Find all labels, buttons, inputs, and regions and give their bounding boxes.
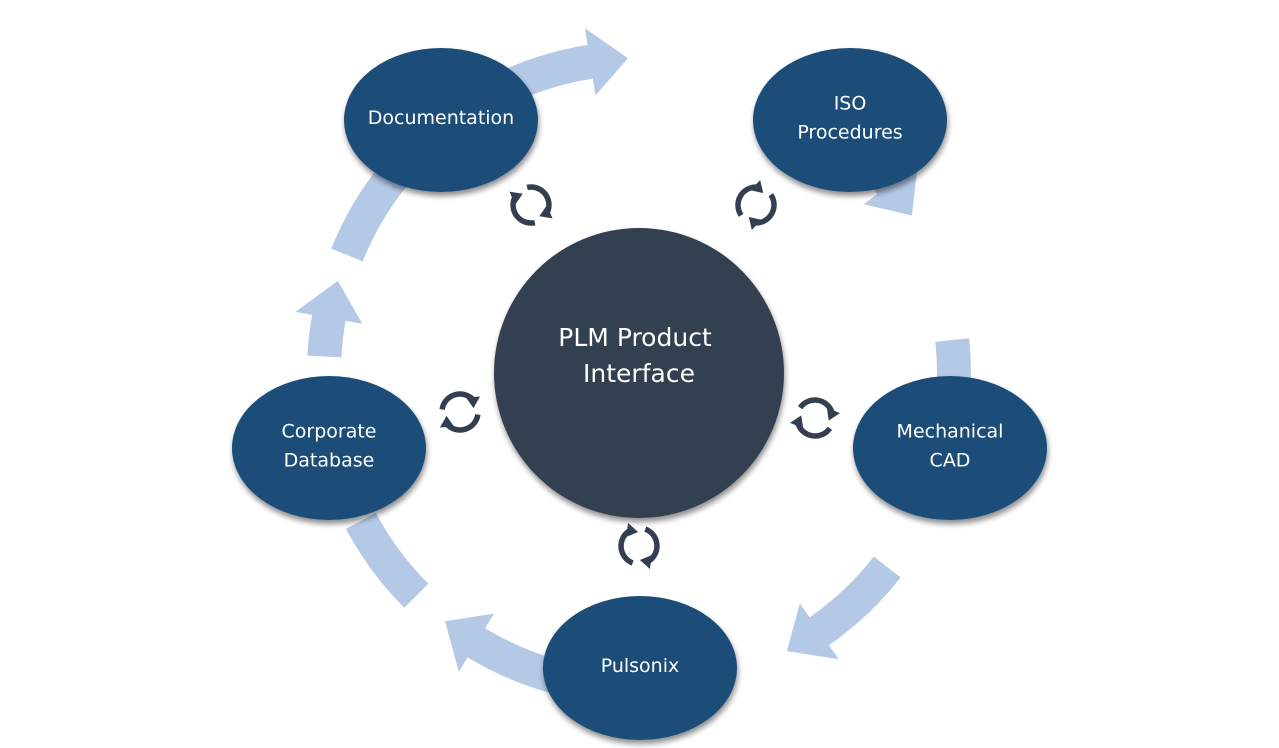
node-ellipse <box>543 596 737 740</box>
sync-arc <box>797 397 835 414</box>
sync-arc <box>526 184 552 214</box>
cycle-arrow <box>345 512 429 608</box>
sync-arc <box>445 413 481 433</box>
node-label: Documentation <box>368 107 514 129</box>
sync-arc <box>644 526 660 564</box>
sync-arc <box>618 528 634 566</box>
node-ellipse <box>232 376 426 520</box>
sync-arrowhead <box>509 191 523 205</box>
sync-arc <box>735 184 757 217</box>
cycle-arrow <box>786 556 901 660</box>
cycle-arrow-head-segment <box>786 556 901 660</box>
sync-arrowhead <box>626 523 639 538</box>
sync-arrowhead <box>748 216 762 231</box>
sync-icon <box>509 184 553 226</box>
sync-arrowhead <box>439 415 455 428</box>
node-label: Pulsonix <box>601 655 680 677</box>
node-ellipse <box>753 48 947 192</box>
node-iso-procedures: ISO Procedures <box>753 48 947 192</box>
sync-arc <box>510 196 536 226</box>
node-documentation: Documentation <box>344 48 538 192</box>
sync-arc <box>439 391 475 411</box>
sync-arrowhead <box>750 179 764 194</box>
sync-icon <box>439 391 481 433</box>
sync-icon <box>790 397 840 439</box>
cycle-arrow-head-segment <box>295 280 363 358</box>
sync-arrowhead <box>639 554 652 569</box>
center-hub: PLM Product Interface <box>494 228 784 518</box>
node-pulsonix: Pulsonix <box>543 596 737 740</box>
node-label-line: Database <box>284 449 375 471</box>
node-label-line: Documentation <box>368 107 514 129</box>
sync-icon <box>618 523 660 569</box>
node-label-line: Mechanical <box>897 420 1004 442</box>
node-label-line: CAD <box>930 449 971 471</box>
node-label-line: Corporate <box>282 420 377 442</box>
sync-arrowhead <box>539 205 553 219</box>
sync-arrowhead <box>790 415 804 429</box>
sync-icons <box>439 179 840 569</box>
sync-arc <box>795 422 833 439</box>
sync-icon <box>735 179 777 231</box>
node-ellipse <box>853 376 1047 520</box>
node-label: ISO Procedures <box>797 92 902 143</box>
center-label-line: Interface <box>583 359 695 388</box>
sync-arrowhead <box>826 407 840 421</box>
node-ellipse <box>344 48 538 192</box>
center-label: PLM Product Interface <box>558 323 719 388</box>
node-label-line: Pulsonix <box>601 655 680 677</box>
sync-arc <box>755 193 777 226</box>
node-label-line: ISO <box>834 92 867 114</box>
node-label-line: Procedures <box>797 121 902 143</box>
cycle-ring-segment <box>345 512 429 608</box>
cycle-arrow <box>295 280 363 358</box>
center-label-line: PLM Product <box>558 323 712 352</box>
center-circle <box>494 228 784 518</box>
sync-arrowhead <box>465 396 481 409</box>
